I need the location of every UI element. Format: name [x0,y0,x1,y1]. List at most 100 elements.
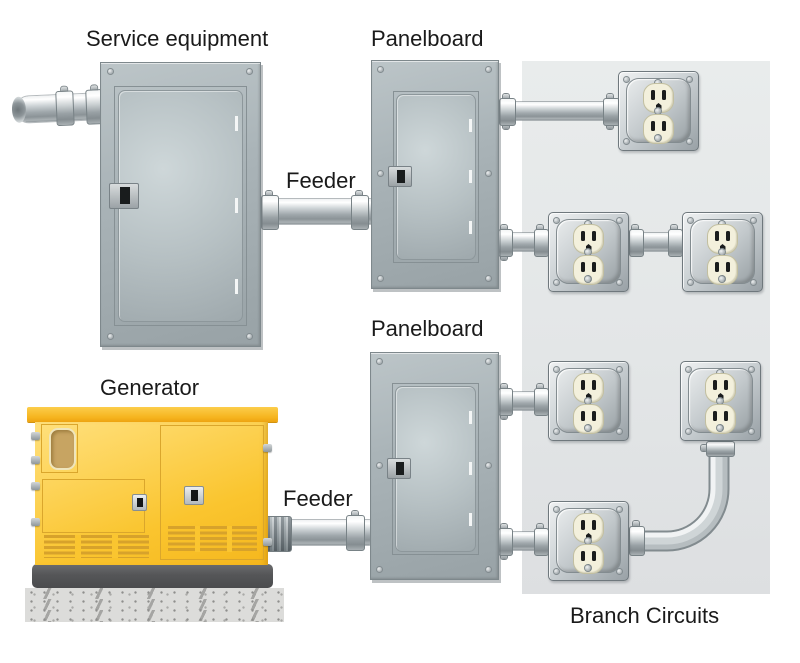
outlet-box-f [548,501,629,581]
screw-icon [554,429,559,434]
door-latch [387,458,411,479]
hinge-icon [263,444,272,452]
screw-icon [687,139,692,144]
hinge-icon [31,518,40,526]
coupling-screw-icon [352,511,358,517]
hinge-icon [469,221,472,234]
conduit-coupling [498,229,513,257]
screw-icon [719,249,725,255]
screw-icon [655,108,661,114]
branch-conduit-1 [497,94,621,130]
screw-icon [686,367,691,372]
coupling-screw-icon [607,123,613,129]
label-panelboard-bottom: Panelboard [371,316,484,341]
screw-icon [751,218,756,223]
coupling-screw-icon [503,123,509,129]
outlet-cover-plate [556,368,621,434]
receptacle [707,224,738,254]
screw-icon [378,276,383,281]
screw-icon [377,567,382,572]
label-feeder-top: Feeder [286,168,356,193]
outlet-cover-plate [690,219,755,285]
door-latch [109,183,139,209]
coupling-screw-icon [501,524,507,530]
screw-icon [585,538,591,544]
outlet-box-b [548,212,629,292]
outlet-box-d [548,361,629,441]
outlet-cover-plate [626,78,691,144]
generator-right-door-latch [184,486,204,505]
panelboard-top-panel [371,60,499,289]
coupling-screw-icon [501,225,507,231]
louver-vents [168,526,257,552]
screw-icon [617,507,622,512]
outlet-cover-plate [556,508,621,574]
screw-icon [247,69,252,74]
outlet-cover-plate [688,368,753,434]
conduit-coupling [346,515,365,551]
screw-icon [688,280,693,285]
screw-icon [624,139,629,144]
screw-icon [554,218,559,223]
generator-window-panel [41,424,78,473]
conduit-coupling [351,195,369,230]
hinge-icon [469,462,472,475]
screw-icon [554,280,559,285]
generator-body [31,422,272,565]
generator-roof-cap [27,407,278,422]
conduit-coupling [534,528,549,556]
screw-icon [486,276,491,281]
hinge-icon [469,170,472,183]
screw-icon [717,425,723,431]
conduit-coupling [499,98,516,126]
coupling-screw-icon [356,191,362,197]
coupling-screw-icon [266,191,272,197]
generator-base [32,564,273,588]
screw-icon [585,249,591,255]
conduit-coupling [706,441,735,457]
screw-icon [554,507,559,512]
screw-icon [378,67,383,72]
conduit-coupling [498,528,513,556]
screw-icon [108,69,113,74]
concrete-pad [25,588,284,622]
label-panelboard-top: Panelboard [371,26,484,51]
generator-window [49,428,76,470]
generator-right-door [160,425,264,560]
feeder-conduit-top [257,191,373,234]
branch-conduit-3 [626,225,684,261]
hinge-icon [263,538,272,546]
screw-icon [624,77,629,82]
service-entrance-conduit [11,85,113,132]
coupling-screw-icon [501,254,507,260]
coupling-screw-icon [537,384,543,390]
generator-conduit-connector [264,516,292,552]
conduit-pipe [497,102,621,120]
hinge-icon [31,456,40,464]
screw-icon [617,367,622,372]
feeder-conduit-bottom [264,510,372,554]
screw-icon [554,569,559,574]
hinge-icon [469,411,472,424]
conduit-coupling [55,90,75,127]
outlet-box-a [618,71,699,151]
conduit-coupling [629,526,645,556]
coupling-screw-icon [701,445,707,451]
outlet-box-c [682,212,763,292]
hinge-icon [31,482,40,490]
screw-icon [585,276,591,282]
screw-icon [617,280,622,285]
coupling-screw-icon [501,384,507,390]
label-feeder-bottom: Feeder [283,486,353,511]
screw-icon [585,565,591,571]
conduit-coupling [498,388,513,416]
screw-icon [585,398,591,404]
label-service-equipment: Service equipment [86,26,269,51]
outlet-box-e [680,361,761,441]
screw-icon [617,429,622,434]
screw-icon [717,398,723,404]
door-latch [388,166,412,187]
outlet-cover-plate [556,219,621,285]
screw-icon [378,171,383,176]
